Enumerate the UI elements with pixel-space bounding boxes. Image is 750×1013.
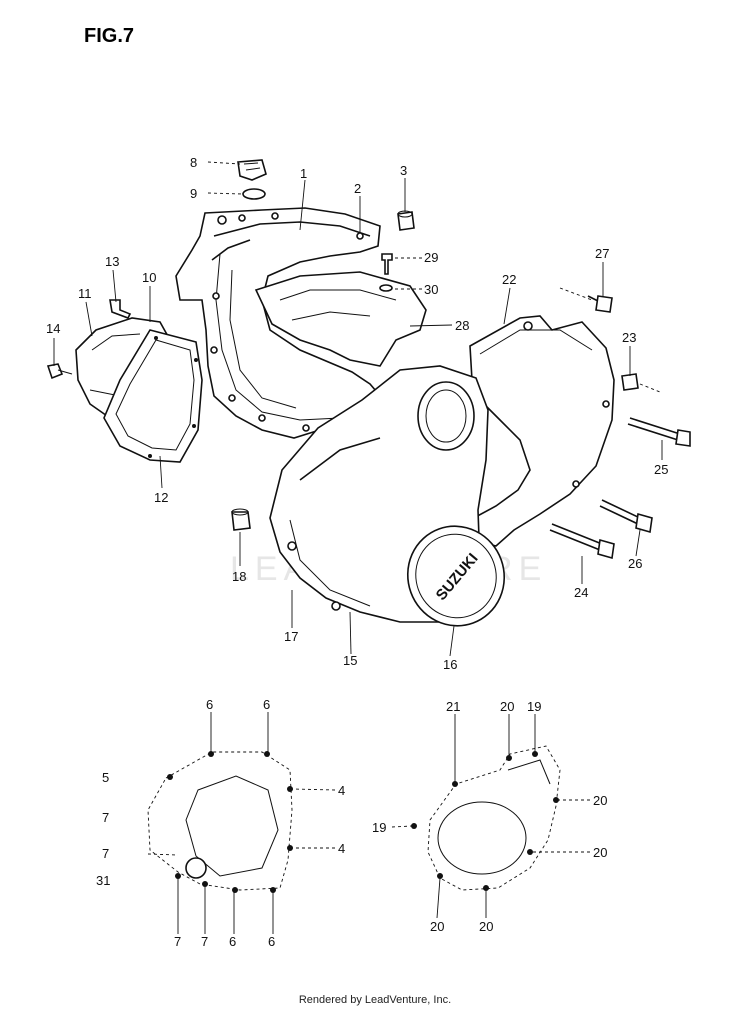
oil-filler-cap: [237, 159, 267, 181]
callout-12: 12: [154, 490, 168, 505]
callout-5: 5: [102, 770, 109, 785]
callout-24: 24: [574, 585, 588, 600]
bolt-29: [381, 253, 393, 275]
callout-30: 30: [424, 282, 438, 297]
callout-6c: 6: [229, 934, 236, 949]
gasket-12: [103, 329, 203, 463]
callout-9: 9: [190, 186, 197, 201]
callout-1: 1: [300, 166, 307, 181]
callout-27: 27: [595, 246, 609, 261]
callout-7c: 7: [174, 934, 181, 949]
callout-22: 22: [502, 272, 516, 287]
callout-14: 14: [46, 321, 60, 336]
callout-19b: 19: [372, 820, 386, 835]
callout-20a: 20: [500, 699, 514, 714]
callout-4b: 4: [338, 841, 345, 856]
callout-26: 26: [628, 556, 642, 571]
callout-23: 23: [622, 330, 636, 345]
bolt-26: [599, 499, 653, 534]
callout-18: 18: [232, 569, 246, 584]
callout-labels: 8 9 1 2 3 29 30 28 13 10 11 14 12 22 27 …: [46, 155, 668, 949]
callout-7d: 7: [201, 934, 208, 949]
generator-cover-22: [468, 315, 615, 547]
callout-10: 10: [142, 270, 156, 285]
dowel-pin-18: [231, 508, 251, 531]
starter-cover-28: [254, 271, 427, 367]
dowel-pin-3: [397, 210, 415, 231]
callout-6a: 6: [206, 697, 213, 712]
screw-13: [109, 299, 132, 320]
o-ring: [242, 188, 266, 200]
bolt-25: [627, 417, 691, 447]
callout-20c: 20: [593, 845, 607, 860]
figure-title: FIG.7: [84, 25, 134, 47]
callout-6b: 6: [263, 697, 270, 712]
callout-3: 3: [400, 163, 407, 178]
footer-credit: Rendered by LeadVenture, Inc.: [298, 994, 452, 1006]
dowel-pin-23: [621, 373, 639, 391]
callout-13: 13: [105, 254, 119, 269]
cover-emblem-16: SUZUKI: [406, 525, 506, 627]
callout-4a: 4: [338, 783, 345, 798]
callout-28: 28: [455, 318, 469, 333]
screw-14: [46, 363, 73, 380]
callout-15: 15: [343, 653, 357, 668]
leader-lines: [53, 161, 663, 934]
callout-25: 25: [654, 462, 668, 477]
lower-right-cover-outline: [411, 745, 561, 891]
callout-20d: 20: [430, 919, 444, 934]
callout-20e: 20: [479, 919, 493, 934]
callout-11: 11: [78, 286, 92, 301]
callout-31: 31: [96, 873, 110, 888]
callout-20b: 20: [593, 793, 607, 808]
callout-17: 17: [284, 629, 298, 644]
callout-7b: 7: [102, 846, 109, 861]
callout-2: 2: [354, 181, 361, 196]
bolt-27: [587, 295, 613, 313]
callout-19a: 19: [527, 699, 541, 714]
lower-left-cover-outline: [147, 751, 293, 893]
callout-16: 16: [443, 657, 457, 672]
callout-29: 29: [424, 250, 438, 265]
callout-21: 21: [446, 699, 460, 714]
bolt-24: [549, 523, 615, 560]
callout-6d: 6: [268, 934, 275, 949]
washer-30: [379, 284, 393, 292]
callout-8: 8: [190, 155, 197, 170]
callout-7a: 7: [102, 810, 109, 825]
